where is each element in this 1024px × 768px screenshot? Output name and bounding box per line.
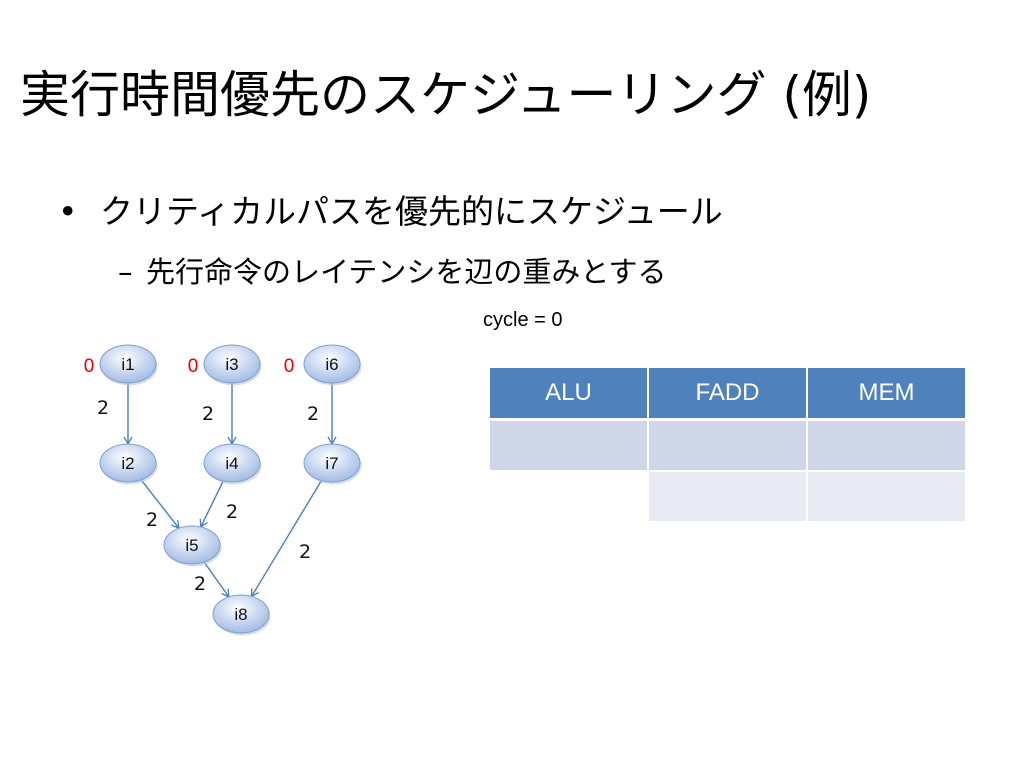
ready-time-i1: 0 bbox=[84, 356, 95, 377]
sub-bullet-marker: – bbox=[118, 255, 133, 289]
edge-weight-label: 2 bbox=[97, 397, 109, 419]
table-header-row: ALU FADD MEM bbox=[488, 368, 967, 421]
node-ellipse bbox=[99, 443, 157, 483]
edges-layer bbox=[123, 383, 337, 598]
graph-node-i3: i3 bbox=[203, 344, 262, 386]
edge-weight-label: 2 bbox=[299, 541, 311, 563]
node-label: i8 bbox=[234, 605, 247, 624]
graph-node-i4: i4 bbox=[203, 443, 262, 485]
cell-mem-1 bbox=[806, 418, 967, 472]
node-label: i5 bbox=[185, 536, 198, 555]
node-ellipse bbox=[212, 594, 270, 634]
edge-i4-i5 bbox=[199, 480, 224, 529]
bullet-text: クリティカルパスを優先的にスケジュール bbox=[100, 192, 723, 231]
edge-i2-i5 bbox=[140, 479, 180, 530]
node-label: i7 bbox=[325, 454, 338, 473]
nodes-layer: i1 i3 i6 i2 i4 i7 i5 i8 bbox=[99, 344, 362, 636]
node-label: i1 bbox=[121, 355, 134, 374]
cell-fadd-2 bbox=[647, 470, 808, 523]
cell-mem-2 bbox=[806, 470, 967, 523]
graph-node-i2: i2 bbox=[99, 443, 158, 485]
node-ellipse bbox=[99, 344, 157, 384]
graph-node-i8: i8 bbox=[212, 594, 271, 636]
edge-weight-label: 2 bbox=[194, 573, 206, 595]
graph-node-i1: i1 bbox=[99, 344, 158, 386]
bullet-point: • クリティカルパスを優先的にスケジュール bbox=[58, 188, 723, 236]
node-ellipse bbox=[303, 443, 361, 483]
bullet-marker: • bbox=[58, 192, 78, 231]
edge-weight-label: 2 bbox=[146, 509, 158, 531]
ready-time-i6: 0 bbox=[284, 356, 295, 377]
slide-title: 実行時間優先のスケジューリング (例) bbox=[20, 66, 872, 124]
cycle-label: cycle = 0 bbox=[483, 309, 563, 331]
node-label: i3 bbox=[225, 355, 238, 374]
edge-weight-label: 2 bbox=[226, 501, 238, 523]
ready-time-i3: 0 bbox=[188, 356, 199, 377]
header-mem: MEM bbox=[806, 368, 967, 421]
cell-alu-1 bbox=[488, 418, 649, 472]
edge-i5-i8 bbox=[203, 561, 230, 598]
header-alu: ALU bbox=[488, 368, 649, 421]
table-row bbox=[488, 470, 967, 523]
cell-fadd-1 bbox=[647, 418, 808, 472]
edge-i7-i8 bbox=[250, 480, 323, 598]
edge-weight-label: 2 bbox=[202, 403, 214, 425]
node-ellipse bbox=[203, 443, 261, 483]
graph-node-i7: i7 bbox=[303, 443, 362, 485]
node-ellipse bbox=[203, 344, 261, 384]
schedule-table: ALU FADD MEM bbox=[488, 368, 967, 523]
graph-node-i5: i5 bbox=[163, 525, 222, 567]
table-row bbox=[488, 418, 967, 472]
node-label: i4 bbox=[225, 454, 238, 473]
sub-bullet-point: –先行命令のレイテンシを辺の重みとする bbox=[118, 250, 667, 294]
node-ellipse bbox=[163, 525, 221, 565]
sub-bullet-text: 先行命令のレイテンシを辺の重みとする bbox=[146, 255, 667, 289]
edge-weight-label: 2 bbox=[307, 403, 319, 425]
node-ellipse bbox=[303, 344, 361, 384]
node-label: i2 bbox=[121, 454, 134, 473]
node-label: i6 bbox=[325, 355, 338, 374]
graph-node-i6: i6 bbox=[303, 344, 362, 386]
header-fadd: FADD bbox=[647, 368, 808, 421]
cell-alu-2 bbox=[488, 470, 649, 523]
